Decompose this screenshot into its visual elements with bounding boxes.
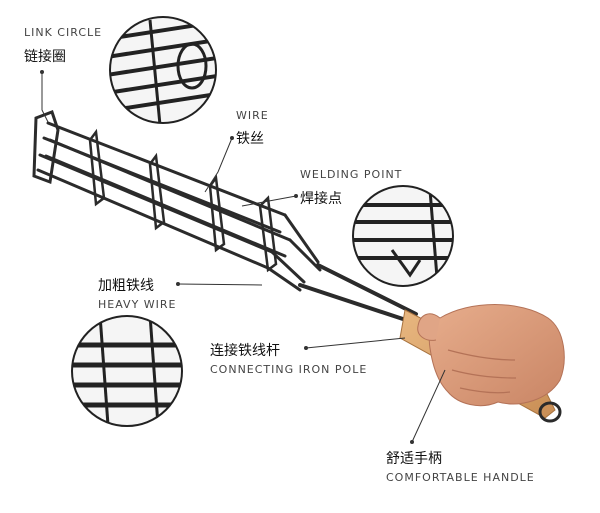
detail-circle-heavy-wire [71,315,183,427]
label-handle-en: COMFORTABLE HANDLE [386,471,535,484]
leader-lines [40,70,446,444]
detail-circle-link [109,16,217,124]
wire-basket [32,110,418,324]
label-welding-point-zh: 焊接点 [300,191,342,207]
label-wire-en: WIRE [236,109,269,122]
label-iron-pole-zh: 连接铁线杆 [210,343,280,359]
hand-image [417,304,565,407]
label-iron-pole-en: CONNECTING IRON POLE [210,363,368,376]
label-wire-zh: 铁丝 [236,131,264,147]
leader-wire [204,137,233,193]
leader-welding [241,195,297,207]
label-link-circle-zh: 链接圈 [24,49,66,65]
leader-heavy-wire [177,283,263,286]
label-handle-zh: 舒适手柄 [386,451,442,467]
leader-handle [411,369,446,443]
leader-link-circle [41,72,49,123]
label-link-circle-en: LINK CIRCLE [24,26,103,39]
leader-iron-pole [305,337,406,349]
label-welding-point-en: WELDING POINT [300,168,403,181]
label-heavy-wire-en: HEAVY WIRE [98,298,177,311]
label-heavy-wire-zh: 加粗铁线 [98,278,154,294]
detail-circle-welding [352,185,454,287]
